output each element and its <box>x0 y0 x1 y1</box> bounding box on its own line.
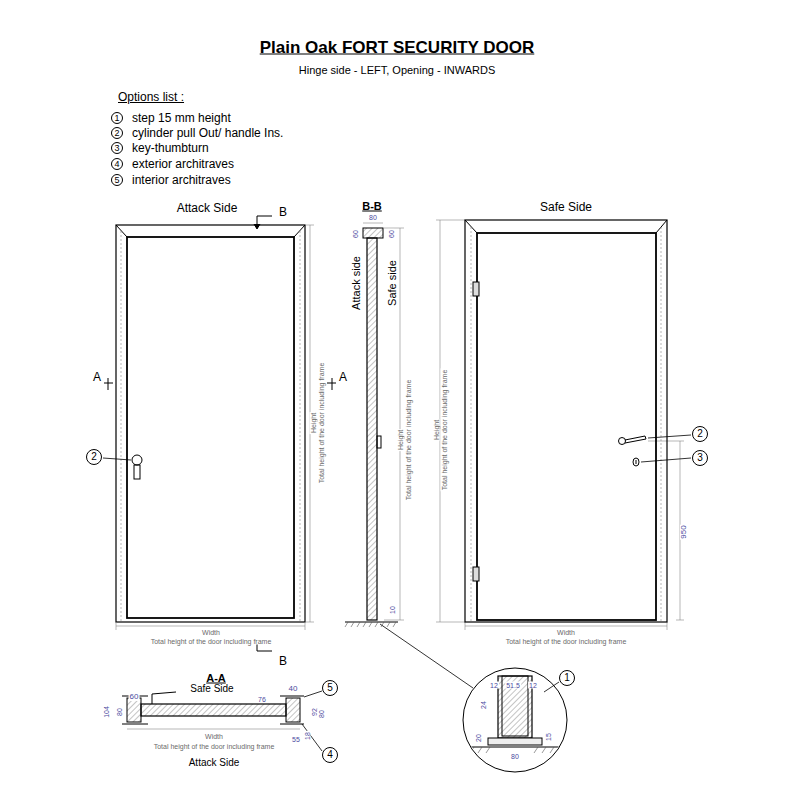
drawing-label: A <box>92 371 102 383</box>
drawing-label: 80 <box>510 753 520 760</box>
drawing-label: Safe Side <box>539 201 593 213</box>
callout-number: 5 <box>111 174 123 186</box>
drawing-label: 55 <box>291 736 301 743</box>
drawing-label: Options list : <box>117 91 185 103</box>
drawing-label: Total height of the door including frame <box>153 743 276 750</box>
callout-text: 3 <box>697 453 703 463</box>
drawing-label: Total height of the door including frame <box>405 379 412 502</box>
drawing-label: Width <box>201 629 221 636</box>
callout-number: 1 <box>559 670 575 686</box>
drawing-label: A <box>338 371 348 383</box>
callout-number: 2 <box>86 449 102 465</box>
section-b-b <box>345 228 398 627</box>
drawing-label: Attack Side <box>176 202 239 214</box>
drawing-label: Width <box>204 733 224 740</box>
drawing-label: 40 <box>288 685 299 693</box>
drawing-label: step 15 mm height <box>131 112 232 124</box>
attack-side-view <box>104 216 336 651</box>
drawing-label: 60 <box>352 229 359 239</box>
drawing-label: 24 <box>480 700 487 710</box>
drawing-label: B <box>278 206 288 218</box>
callout-number: 3 <box>692 450 708 466</box>
drawing-label: 51.5 <box>505 682 521 689</box>
drawing-label: B <box>278 655 288 667</box>
drawing-label: Safe side <box>387 259 398 307</box>
callout-text: 5 <box>327 683 333 693</box>
callout-text: 2 <box>697 429 703 439</box>
detail-step <box>460 668 570 772</box>
drawing-label: 80 <box>368 214 378 221</box>
drawing-label: Width <box>556 629 576 636</box>
drawing-label: Safe Side <box>189 684 234 694</box>
section-a-a <box>122 692 304 724</box>
drawing-label: Hinge side - LEFT, Opening - INWARDS <box>298 65 496 76</box>
callout-number: 5 <box>322 680 338 696</box>
callout-number: 4 <box>111 158 123 170</box>
drawing-label: Height <box>433 419 440 441</box>
drawing-label: A-A <box>205 673 227 684</box>
callout-text: 1 <box>564 673 570 683</box>
drawing-label: exterior architraves <box>131 158 235 170</box>
callout-text: 1 <box>114 114 119 123</box>
drawing-label: Total height of the door including frame <box>505 638 628 645</box>
drawing-label: Height <box>310 412 317 434</box>
drawing-label: 10 <box>389 605 396 615</box>
drawing-label: Total height of the door including frame <box>150 638 273 645</box>
drawing-label: cylinder pull Out/ handle Ins. <box>131 127 284 139</box>
drawing-label: 60 <box>388 229 395 239</box>
drawing-label: 20 <box>475 733 482 743</box>
callout-text: 2 <box>114 129 119 138</box>
callout-number: 3 <box>111 142 123 154</box>
drawing-label: 12 <box>489 682 499 689</box>
callout-number: 2 <box>692 426 708 442</box>
drawing-label: 80 <box>318 709 325 719</box>
callout-text: 3 <box>114 144 119 153</box>
drawing-label: Height <box>397 429 404 451</box>
leader-lines <box>103 435 691 751</box>
drawing-label: 950 <box>680 524 688 539</box>
drawing-label: Total height of the door including frame <box>318 362 325 485</box>
safe-side-view <box>465 220 667 622</box>
callout-number: 1 <box>111 112 123 124</box>
callout-text: 4 <box>114 160 119 169</box>
drawing-label: 12 <box>528 682 538 689</box>
drawing-label: Total height of the door including frame <box>441 369 448 492</box>
dimension-lines <box>116 220 684 729</box>
drawing-label: 76 <box>257 696 267 703</box>
drawing-label: 80 <box>116 707 123 717</box>
drawing-label: 60 <box>129 693 140 701</box>
drawing-title: Plain Oak FORT SECURITY DOOR <box>259 39 536 56</box>
callout-number: 4 <box>322 747 338 763</box>
drawing-label: Attack Side <box>188 758 241 768</box>
drawing-label: 15 <box>545 732 552 742</box>
drawing-label: 104 <box>103 705 110 719</box>
drawing-label: 18 <box>304 731 311 741</box>
drawing-label: B-B <box>361 201 383 212</box>
drawing-label: interior architraves <box>131 174 232 186</box>
drawing-label: key-thumbturn <box>131 142 210 154</box>
callout-text: 4 <box>327 750 333 760</box>
drawing-label: Attack side <box>351 255 362 311</box>
callout-text: 5 <box>114 176 119 185</box>
drawing-label: 92 <box>311 707 318 717</box>
callout-text: 2 <box>91 452 97 462</box>
callout-number: 2 <box>111 127 123 139</box>
